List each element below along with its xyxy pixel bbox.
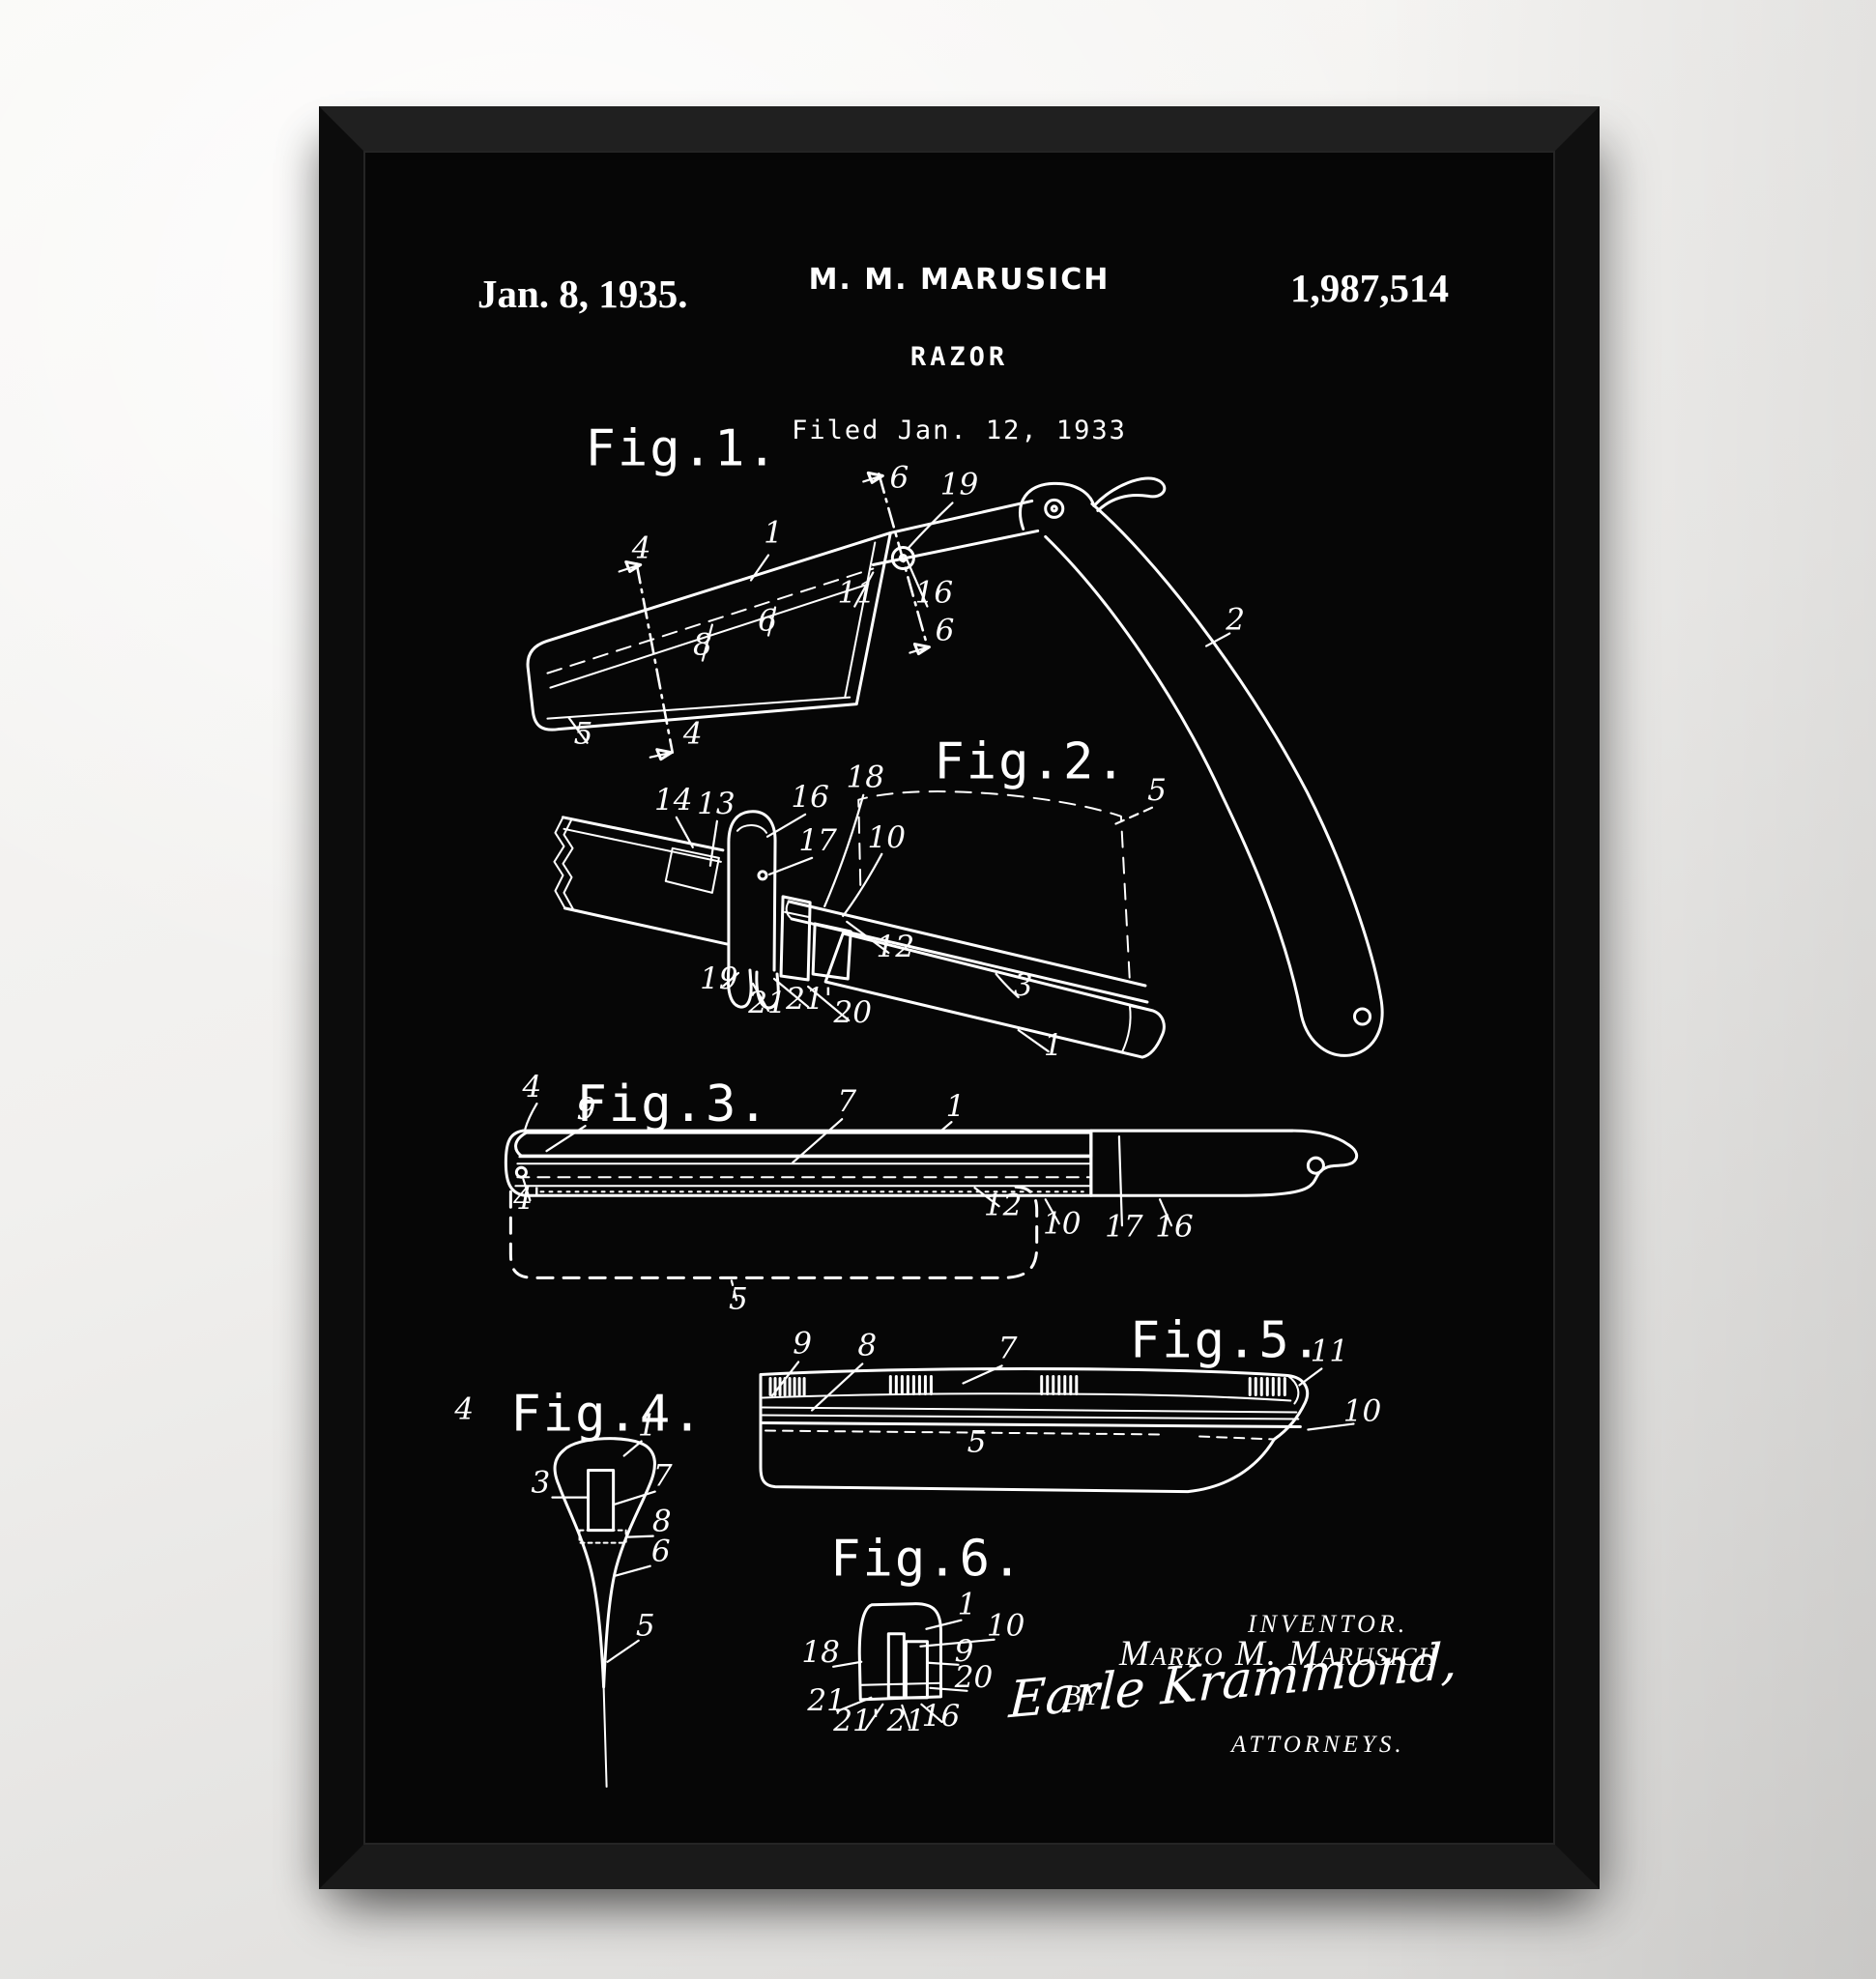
figure-2-drawing [553,790,1166,1059]
part-number: 6 [889,460,909,495]
part-number: 16 [915,576,954,611]
part-number: 12 [984,1188,1023,1222]
part-number: 18 [846,760,884,795]
figure-1-drawing [526,471,1384,1057]
patent-date: Jan. 8, 1935. [477,272,688,316]
part-number: 4 [522,1070,542,1104]
by-label: BY [1063,1679,1102,1711]
part-number: 6 [651,1534,671,1569]
part-number: 5 [574,717,593,752]
part-number: 4 [631,531,651,565]
part-number: 17 [798,823,837,858]
part-number: 13 [697,787,736,821]
inventor-signature: Marko M. Marusich [1119,1634,1439,1674]
figure-label: Fig.1. [586,419,779,477]
part-number: 9 [577,1092,596,1127]
part-number: 8 [693,628,712,663]
part-number: 21' [785,982,832,1017]
part-number: 11 [837,576,876,611]
part-number: 11 [1311,1334,1349,1368]
part-number: 5 [636,1609,655,1644]
part-number: 2 [1225,603,1245,638]
inventor-caption: INVENTOR. [1248,1610,1409,1638]
part-number: 7 [653,1459,673,1494]
part-number: 1 [1044,1028,1063,1063]
part-number: 16 [1155,1209,1194,1244]
part-number: 4 [682,717,703,752]
part-number: 14 [654,783,693,817]
part-number: 19 [940,467,979,502]
part-number: 5 [1147,773,1167,808]
part-number: 1 [764,515,783,550]
part-number: 7 [998,1331,1018,1365]
part-number: 6 [758,604,777,639]
figure-3-drawing [504,1103,1359,1302]
part-number: 17 [1105,1209,1143,1244]
part-number: 21 [747,986,787,1020]
part-number: 6 [936,614,955,648]
figure-6-drawing [832,1602,996,1731]
patent-drawing: Fig.1.619411116686542Fig.2.1413161817105… [453,419,1384,1788]
figure-label: Fig.5. [1130,1311,1323,1369]
part-number: 3 [532,1466,551,1501]
figure-label: Fig.2. [934,733,1127,791]
figure-5-drawing [759,1361,1355,1494]
figure-label: Fig.6. [830,1531,1024,1589]
part-number: 10 [868,820,907,855]
part-number: 12 [877,930,915,964]
part-number: 8 [652,1505,672,1539]
part-number: 21 [806,1683,846,1718]
part-number: 9 [793,1326,812,1361]
part-number: 3 [1014,968,1033,1003]
patent-filed-date: Filed Jan. 12, 1933 [792,416,1127,445]
part-number: 1 [946,1089,966,1124]
part-number: 20 [832,995,872,1030]
part-number: 16 [922,1699,961,1734]
part-number: 5 [729,1281,748,1316]
part-number: 5 [967,1425,987,1460]
part-number: 10 [1343,1394,1382,1429]
figure-label: Fig.4. [510,1386,704,1444]
part-number: 10 [1043,1206,1082,1241]
part-number: 8 [857,1328,877,1362]
part-number: 1 [958,1588,977,1622]
part-number: 19 [700,961,738,996]
part-number: 4' [512,1182,540,1217]
part-number: 18 [801,1635,840,1670]
part-number: 21' [832,1704,880,1738]
part-number: 1 [638,1409,657,1444]
part-number: 16 [791,780,829,815]
part-number: 4 [453,1392,474,1427]
part-number: 7 [837,1084,856,1119]
patent-inventor-header: M. M. MARUSICH [808,263,1111,297]
figure-label: Fig.3. [577,1076,770,1133]
part-number: 21 [886,1704,926,1738]
part-number: 10 [987,1609,1025,1644]
attorneys-caption: ATTORNEYS. [1231,1732,1405,1758]
part-number: 20 [954,1660,994,1695]
patent-number: 1,987,514 [1290,266,1449,310]
figure-4-drawing [551,1437,656,1788]
part-number: 9 [955,1634,974,1669]
patent-title: RAZOR [909,342,1009,372]
